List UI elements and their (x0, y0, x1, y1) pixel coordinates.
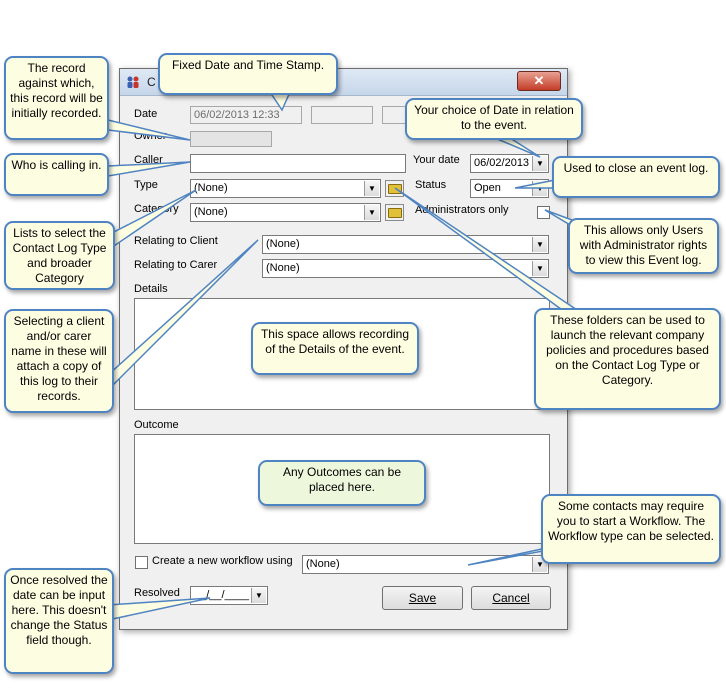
pointer-resolved (107, 597, 211, 621)
date-value: 06/02/2013 12:33 (194, 109, 280, 121)
workflow-checkbox[interactable] (135, 556, 148, 569)
workflow-value: (None) (306, 558, 340, 570)
callout-selecting-client: Selecting a client and/or carer name in … (4, 309, 114, 413)
callout-outcomes: Any Outcomes can be placed here. (258, 460, 426, 506)
callout-who-calling: Who is calling in. (4, 153, 109, 196)
type-folder-icon[interactable] (385, 180, 404, 197)
category-folder-icon[interactable] (385, 204, 404, 221)
status-value: Open (474, 182, 501, 194)
status-label: Status (415, 179, 447, 191)
callout-your-date: Your choice of Date in relation to the e… (405, 98, 583, 140)
people-icon (127, 76, 139, 88)
relating-carer-label: Relating to Carer (134, 259, 218, 271)
close-icon: ✕ (533, 73, 545, 88)
your-date-picker[interactable]: 06/02/2013 ▼ (470, 154, 549, 173)
pointer-your-date (494, 137, 541, 158)
chevron-down-icon[interactable]: ▼ (364, 181, 379, 196)
pointer-client (107, 239, 259, 392)
pointer-close (514, 179, 556, 189)
close-button[interactable]: ✕ (517, 71, 561, 91)
callout-admin-only: This allows only Users with Administrato… (568, 218, 719, 274)
callout-folders: These folders can be used to launch the … (534, 308, 721, 410)
category-value: (None) (194, 206, 228, 218)
owner-field (190, 131, 272, 147)
callout-details-space: This space allows recording of the Detai… (251, 322, 419, 375)
outcome-label: Outcome (134, 419, 179, 431)
time-field (311, 106, 373, 124)
type-value: (None) (194, 182, 228, 194)
save-label: Save (408, 591, 437, 605)
chevron-down-icon[interactable]: ▼ (532, 237, 547, 252)
pointer-caller (107, 161, 191, 177)
date-field: 06/02/2013 12:33 (190, 106, 302, 124)
date-label: Date (134, 108, 158, 120)
resolved-date-picker[interactable]: __/__/____ ▼ (190, 586, 268, 605)
relating-client-value: (None) (266, 238, 300, 250)
relating-carer-value: (None) (266, 262, 300, 274)
relating-client-select[interactable]: (None) ▼ (262, 235, 549, 254)
caller-input[interactable] (190, 154, 406, 173)
callout-record-against: The record against which, this record wi… (4, 56, 109, 140)
pointer-lists (107, 189, 197, 252)
pointer-folders (394, 187, 583, 313)
chevron-down-icon[interactable]: ▼ (251, 588, 266, 603)
callout-fixed-date: Fixed Date and Time Stamp. (158, 53, 338, 95)
type-select[interactable]: (None) ▼ (190, 179, 381, 198)
save-button[interactable]: Save (382, 586, 463, 610)
your-date-value: 06/02/2013 (474, 157, 530, 169)
cancel-label: Cancel (492, 591, 530, 605)
callout-resolved: Once resolved the date can be input here… (4, 568, 114, 674)
window-title: C (147, 75, 156, 89)
workflow-select[interactable]: (None) ▼ (302, 555, 549, 574)
callout-lists-select: Lists to select the Contact Log Type and… (4, 221, 115, 290)
type-label: Type (134, 179, 158, 191)
cancel-button[interactable]: Cancel (471, 586, 551, 610)
callout-close-log: Used to close an event log. (552, 156, 720, 198)
chevron-down-icon[interactable]: ▼ (532, 156, 547, 171)
your-date-label: Your date (413, 154, 460, 166)
pointer-record (107, 119, 191, 141)
workflow-label: Create a new workflow using (152, 555, 293, 567)
chevron-down-icon[interactable]: ▼ (364, 205, 379, 220)
resolved-label: Resolved (134, 587, 180, 599)
details-label: Details (134, 283, 168, 295)
callout-workflow: Some contacts may require you to start a… (541, 494, 721, 564)
admin-only-label: Administrators only (415, 204, 509, 216)
relating-carer-select[interactable]: (None) ▼ (262, 259, 549, 278)
chevron-down-icon[interactable]: ▼ (532, 261, 547, 276)
relating-client-label: Relating to Client (134, 235, 218, 247)
category-select[interactable]: (None) ▼ (190, 203, 381, 222)
